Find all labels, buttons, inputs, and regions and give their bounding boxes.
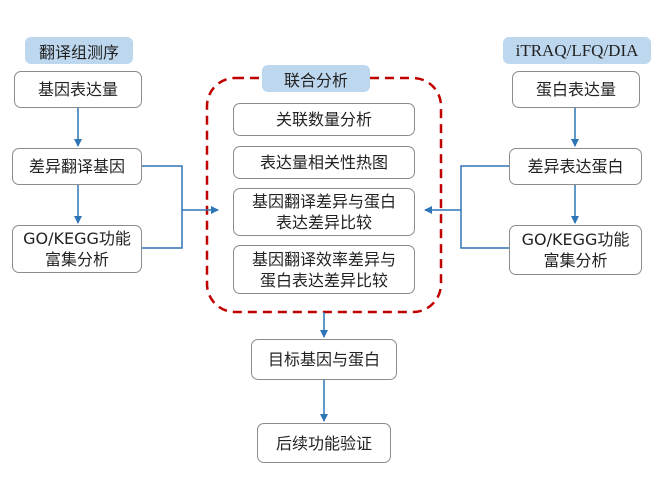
left-merge-line bbox=[142, 165, 183, 249]
center-item-association-count: 关联数量分析 bbox=[233, 103, 415, 136]
center-item-efficiency-vs-protein: 基因翻译效率差异与 蛋白表达差异比较 bbox=[233, 245, 415, 294]
right-go-kegg-box: GO/KEGG功能 富集分析 bbox=[509, 225, 642, 275]
right-header-proteomics: iTRAQ/LFQ/DIA bbox=[503, 37, 651, 64]
left-go-kegg-box: GO/KEGG功能 富集分析 bbox=[12, 225, 142, 273]
left-header-translatome: 翻译组测序 bbox=[25, 37, 133, 64]
center-target-genes-proteins-box: 目标基因与蛋白 bbox=[251, 339, 397, 380]
center-header-joint-analysis: 联合分析 bbox=[262, 65, 370, 92]
left-gene-expression-box: 基因表达量 bbox=[14, 71, 142, 108]
right-diff-expressed-proteins-box: 差异表达蛋白 bbox=[509, 148, 642, 185]
right-merge-line bbox=[460, 165, 509, 249]
center-follow-up-validation-box: 后续功能验证 bbox=[257, 423, 391, 463]
right-protein-expression-box: 蛋白表达量 bbox=[512, 71, 640, 108]
center-item-translation-vs-protein: 基因翻译差异与蛋白 表达差异比较 bbox=[233, 188, 415, 236]
center-item-correlation-heatmap: 表达量相关性热图 bbox=[233, 146, 415, 179]
left-diff-translated-genes-box: 差异翻译基因 bbox=[12, 148, 142, 185]
